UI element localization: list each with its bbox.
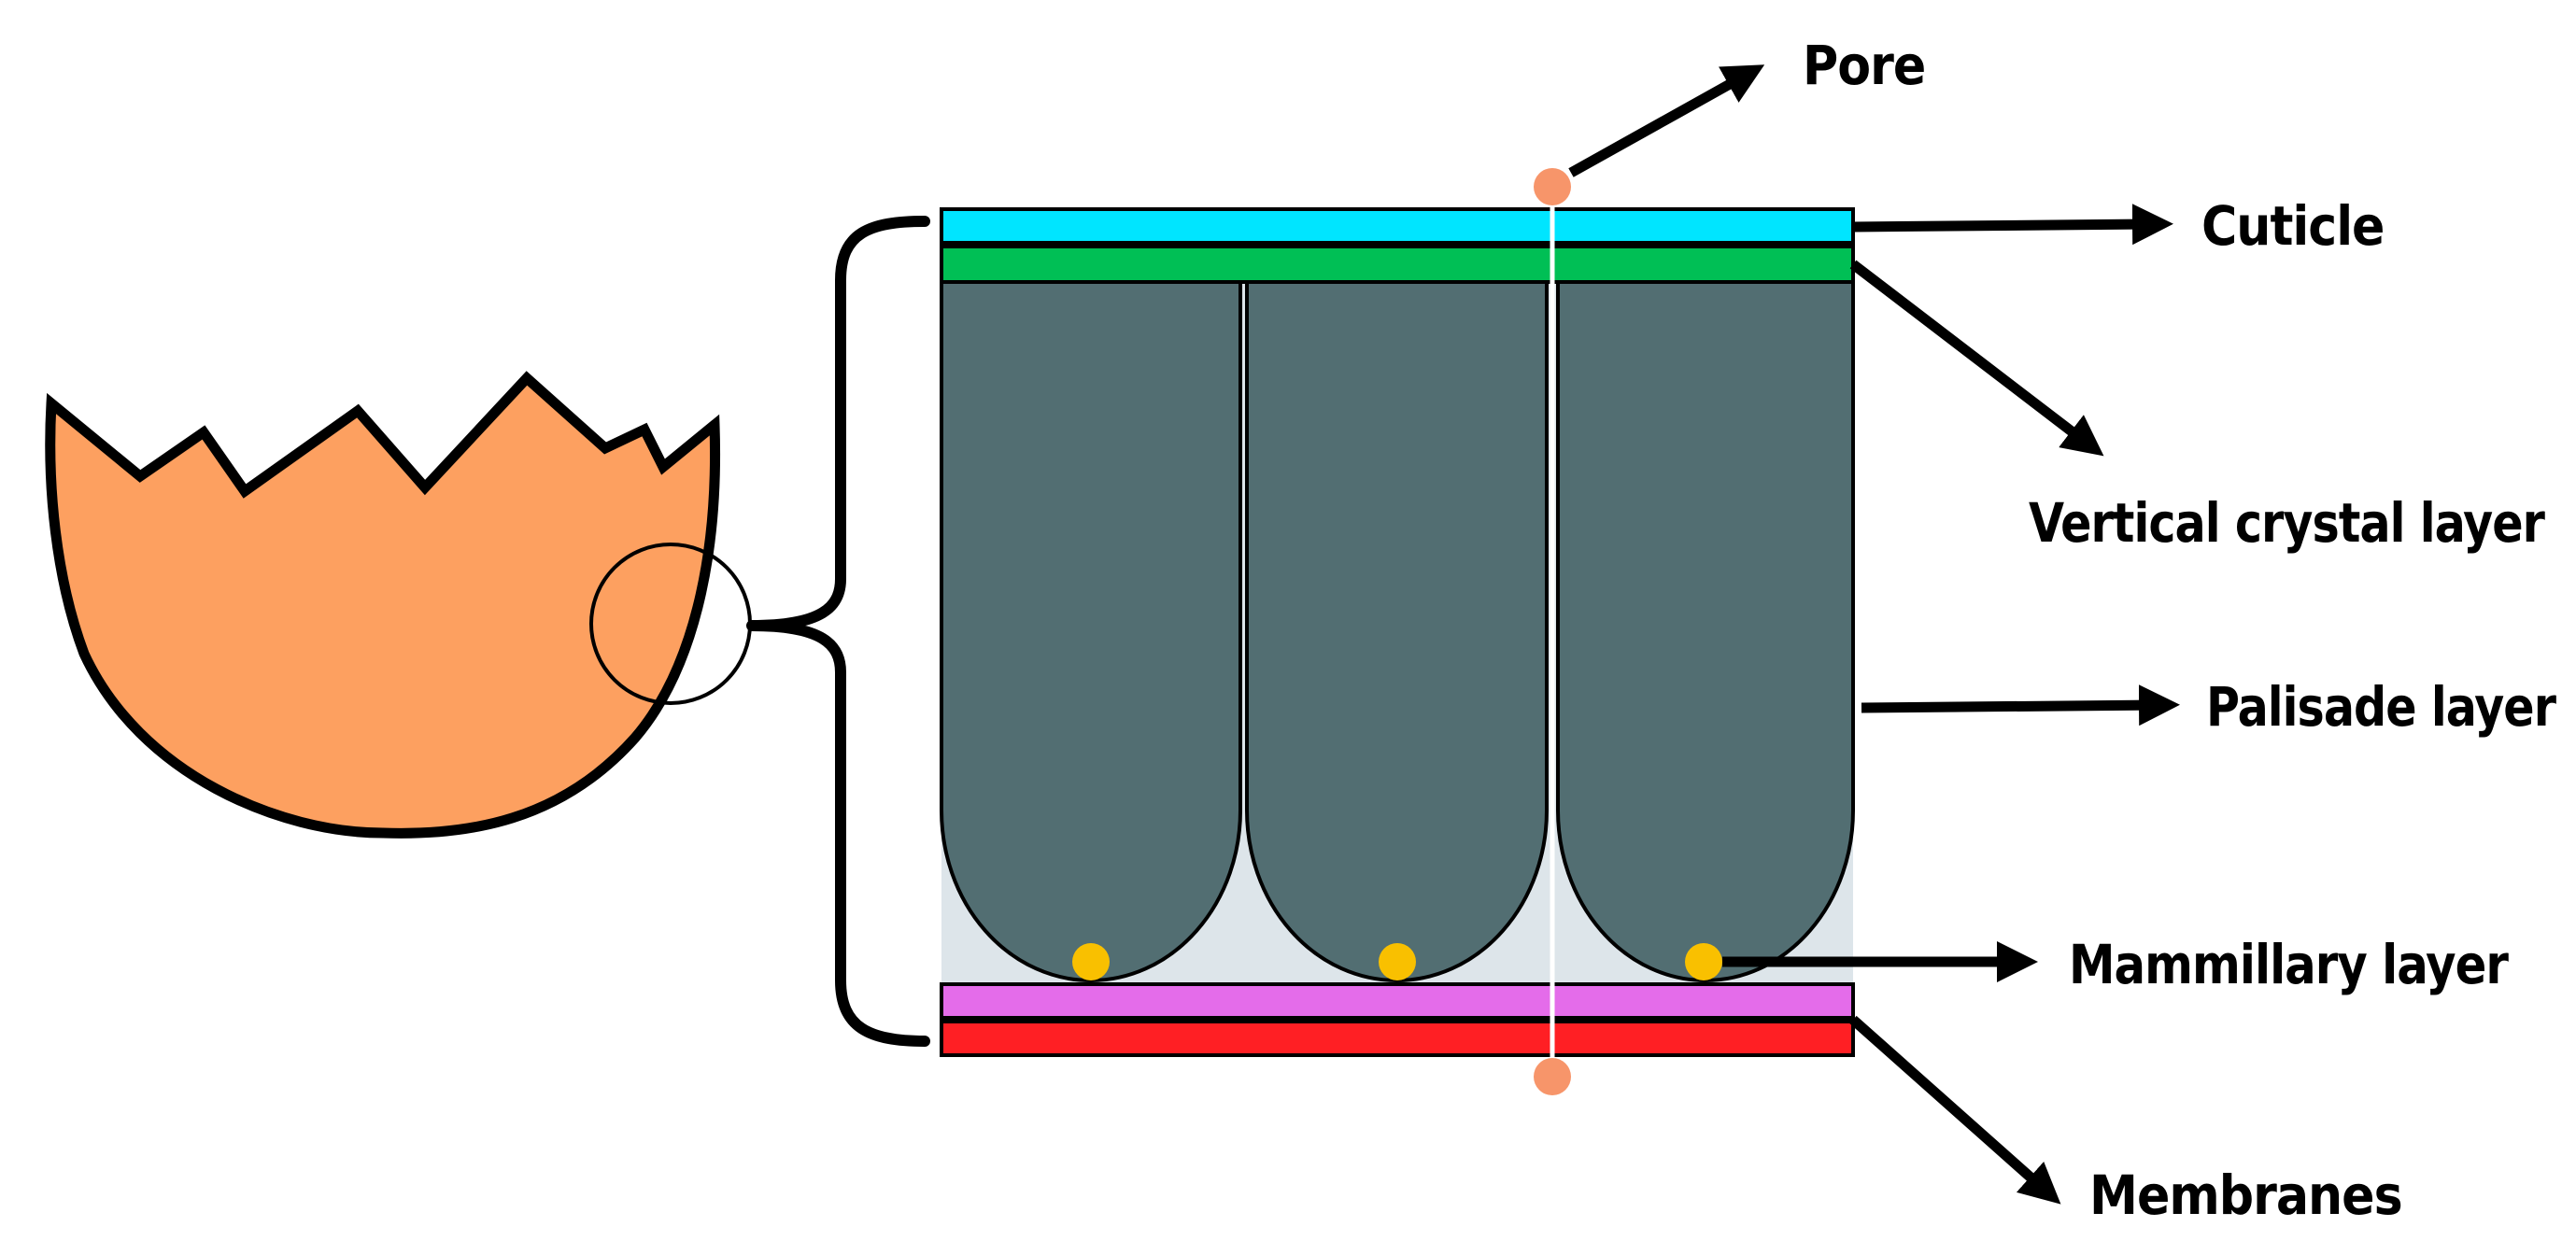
vertical-crystal-layer-label: Vertical crystal layer <box>2029 491 2545 555</box>
broken-eggshell-icon <box>45 371 720 839</box>
pore-label: Pore <box>1803 34 1925 97</box>
mammillary-knob <box>1379 943 1416 980</box>
pore-top-end <box>1534 168 1571 205</box>
palisade-layer-label: Palisade layer <box>2206 675 2556 739</box>
vertical-crystal-arrow <box>1849 260 2104 457</box>
mammillary-knob <box>1072 943 1110 980</box>
outer-membrane-band <box>940 982 1855 1020</box>
vertical-crystal-layer-band <box>940 245 1855 284</box>
inner-membrane-band <box>940 1020 1855 1057</box>
palisade-arrow <box>1861 684 2180 726</box>
palisade-column <box>1556 280 1855 982</box>
pore-arrow <box>1568 64 1765 177</box>
curly-brace-icon <box>746 216 930 1047</box>
label-arrows <box>1568 64 2180 1205</box>
cuticle-label: Cuticle <box>2201 194 2384 258</box>
mammillary-knob <box>1685 943 1722 980</box>
cuticle-layer <box>940 207 1855 245</box>
membranes-label: Membranes <box>2089 1163 2402 1227</box>
membranes-arrow <box>1849 1015 2061 1205</box>
palisade-column <box>1245 280 1549 982</box>
mammillary-layer-label: Mammillary layer <box>2069 933 2509 996</box>
cuticle-arrow <box>1852 204 2173 246</box>
pore-bottom-end <box>1534 1058 1571 1095</box>
palisade-column <box>940 280 1242 982</box>
shell-cross-section <box>940 168 1855 1095</box>
